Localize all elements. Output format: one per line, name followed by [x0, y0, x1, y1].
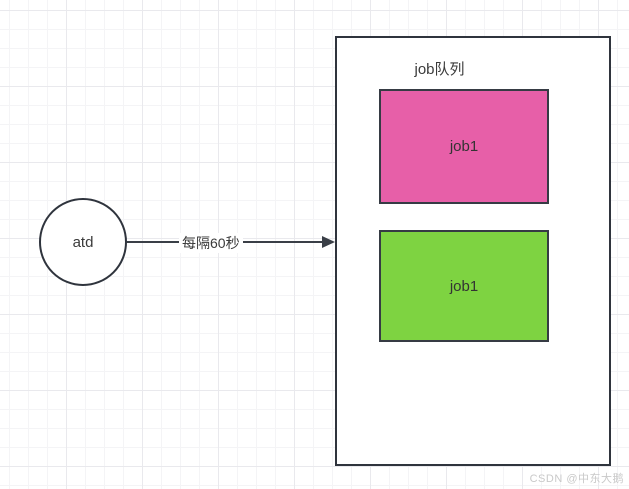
job-queue-title: job队列: [414, 61, 465, 78]
atd-node-label: atd: [72, 233, 94, 251]
arrowhead-icon: [322, 236, 335, 248]
atd-node[interactable]: atd: [39, 198, 127, 286]
job-box-green[interactable]: job1: [379, 230, 549, 342]
job-box-pink-label: job1: [449, 138, 479, 155]
csdn-watermark: CSDN @中东大鹅: [529, 473, 624, 485]
job-box-green-label: job1: [449, 277, 479, 295]
edge-label[interactable]: 每隔60秒: [179, 233, 243, 253]
job-box-pink[interactable]: job1: [379, 89, 549, 204]
